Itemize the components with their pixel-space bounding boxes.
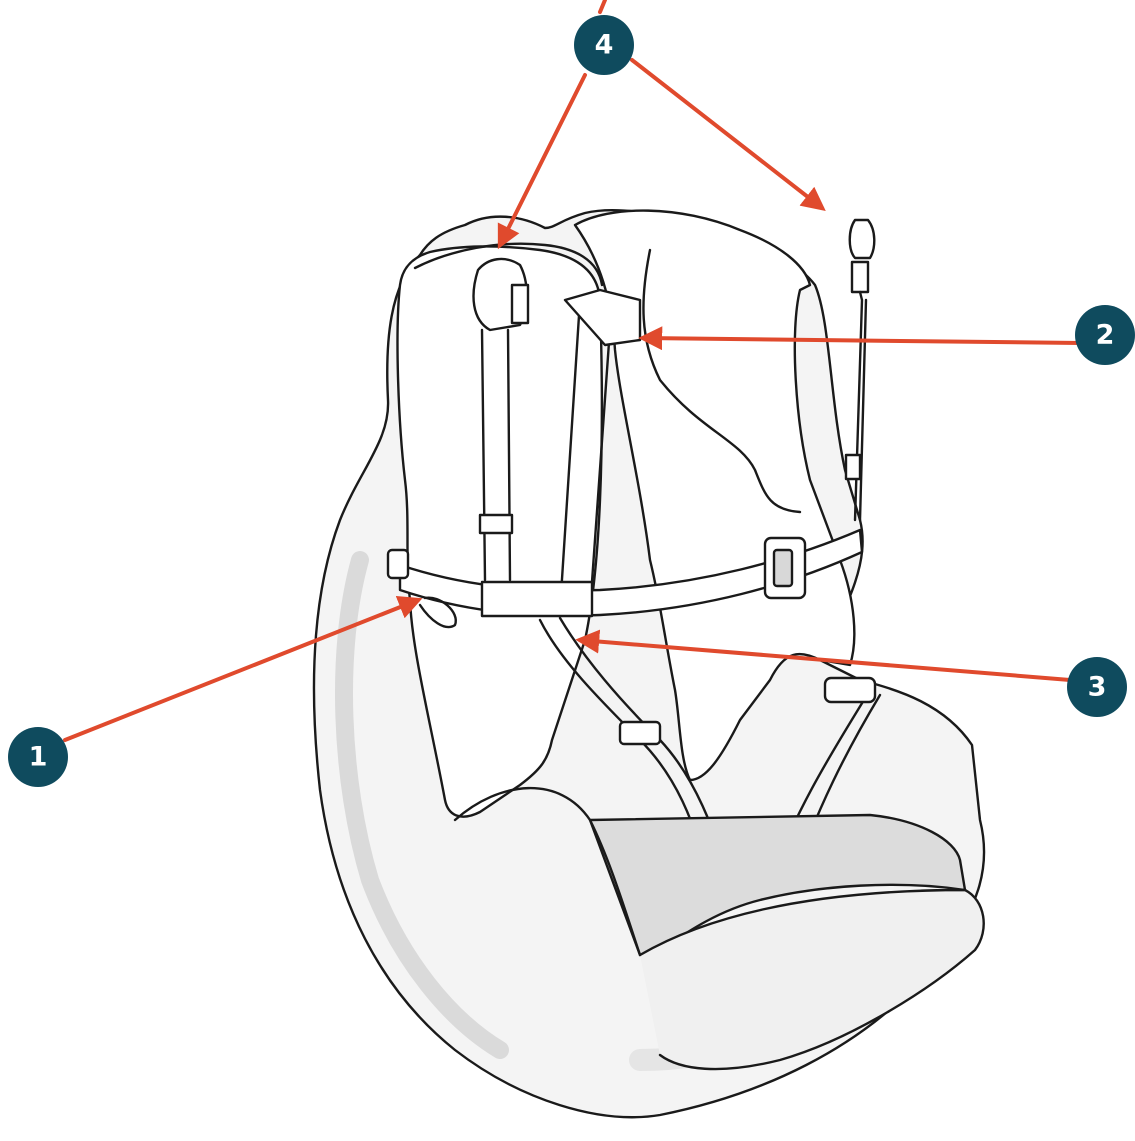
arrow-3 xyxy=(575,629,1072,682)
arrow-4-top xyxy=(598,0,607,14)
seat-front-edge xyxy=(638,888,985,1071)
leg-loop-left xyxy=(418,596,457,629)
shell-shading xyxy=(335,551,509,1059)
callout-4-badge xyxy=(574,15,634,75)
carabiner-left xyxy=(472,257,530,332)
chest-tab xyxy=(563,288,642,347)
seat-side-lip xyxy=(453,786,642,957)
arrow-2 xyxy=(638,326,1082,351)
callout-3-label: 3 xyxy=(1088,672,1107,703)
back-panel-right xyxy=(573,209,856,782)
seat-plate xyxy=(588,813,967,957)
arrow-4b xyxy=(630,58,826,211)
callout-2-label: 2 xyxy=(1096,320,1115,351)
arrow-1 xyxy=(63,595,423,742)
waist-buckle-right-inner xyxy=(772,548,794,588)
back-panel-left-rim xyxy=(413,242,604,287)
waist-buckle-left xyxy=(386,548,410,580)
leg-buckle-right xyxy=(823,676,877,704)
callout-4: 4 xyxy=(574,15,634,75)
back-panel-right-inner xyxy=(642,248,802,514)
callout-2: 2 xyxy=(1075,305,1135,365)
callout-1: 1 xyxy=(8,727,68,787)
center-strap xyxy=(558,298,614,612)
shoulder-strap-left xyxy=(480,328,512,582)
callout-2-badge xyxy=(1075,305,1135,365)
harness-illustration xyxy=(312,209,986,1119)
callout-3: 3 xyxy=(1067,657,1127,717)
shoulder-strap-adjuster xyxy=(478,513,514,535)
arrow-4a xyxy=(497,73,587,250)
right-riser xyxy=(844,218,876,522)
callout-1-label: 1 xyxy=(29,742,48,773)
callout-arrows xyxy=(63,0,1082,742)
callout-4-label: 4 xyxy=(595,30,614,61)
callout-1-badge xyxy=(8,727,68,787)
leg-buckle-left xyxy=(618,720,662,746)
callout-3-badge xyxy=(1067,657,1127,717)
waist-belt-pad xyxy=(480,580,594,618)
